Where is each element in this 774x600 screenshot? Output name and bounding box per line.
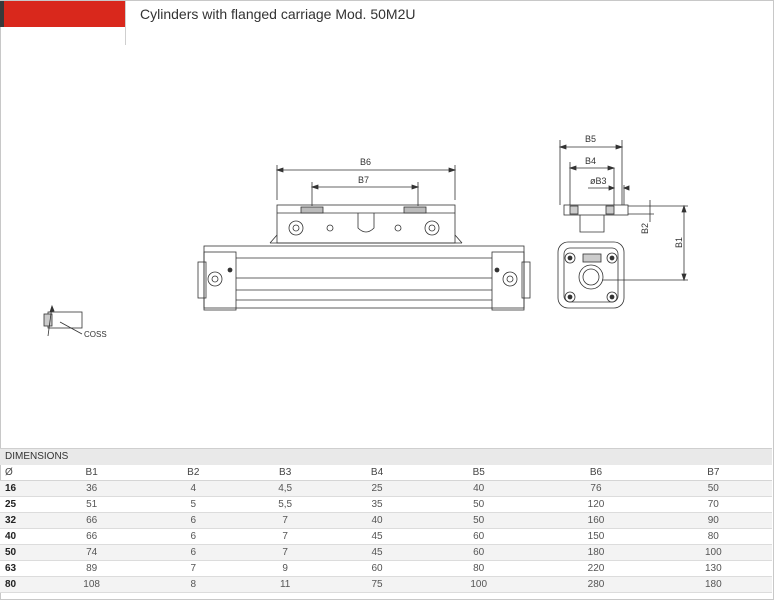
cell: 6 xyxy=(150,528,237,545)
cell: 50 xyxy=(420,512,538,529)
label-b5: B5 xyxy=(585,134,596,144)
coss-symbol xyxy=(43,304,83,337)
cell: 75 xyxy=(334,576,421,593)
cell: 40 xyxy=(420,480,538,497)
cell-diameter: 50 xyxy=(0,544,33,561)
cell-diameter: 32 xyxy=(0,512,33,529)
col-header-b2: B2 xyxy=(150,465,237,481)
cell: 66 xyxy=(33,528,151,545)
cell: 60 xyxy=(420,528,538,545)
cell: 180 xyxy=(654,576,772,593)
cell: 280 xyxy=(537,576,655,593)
cell-diameter: 63 xyxy=(0,560,33,577)
table-row: 40 66 6 7 45 60 150 80 xyxy=(0,528,772,545)
cell: 50 xyxy=(654,480,772,497)
cell: 50 xyxy=(420,496,538,513)
cell: 40 xyxy=(334,512,421,529)
dimension-b6 xyxy=(275,165,457,200)
cell: 66 xyxy=(33,512,151,529)
end-view xyxy=(557,140,688,309)
cell: 90 xyxy=(654,512,772,529)
cell-diameter: 16 xyxy=(0,480,33,497)
col-header-b5: B5 xyxy=(420,465,538,481)
cell: 180 xyxy=(537,544,655,561)
cell: 60 xyxy=(334,560,421,577)
cell: 89 xyxy=(33,560,151,577)
cell: 7 xyxy=(236,544,335,561)
label-coss: COSS xyxy=(84,330,107,339)
cell: 6 xyxy=(150,544,237,561)
cell: 25 xyxy=(334,480,421,497)
cell: 80 xyxy=(654,528,772,545)
cell: 70 xyxy=(654,496,772,513)
cell-diameter: 40 xyxy=(0,528,33,545)
col-header-diameter: Ø xyxy=(0,465,33,481)
technical-drawing: B6 B7 B5 B4 øB3 B2 B1 COSS xyxy=(43,134,688,339)
cell: 4,5 xyxy=(236,480,335,497)
col-header-b1: B1 xyxy=(33,465,151,481)
col-header-b4: B4 xyxy=(334,465,421,481)
cylinder-body xyxy=(197,245,531,311)
col-header-b3: B3 xyxy=(236,465,335,481)
dimension-b7 xyxy=(310,182,420,206)
table-row: 16 36 4 4,5 25 40 76 50 xyxy=(0,480,772,497)
cell: 45 xyxy=(334,528,421,545)
table-row: 25 51 5 5,5 35 50 120 70 xyxy=(0,496,772,513)
table-header-row: Ø B1 B2 B3 B4 B5 B6 B7 xyxy=(0,465,772,481)
cell: 6 xyxy=(150,512,237,529)
cell: 130 xyxy=(654,560,772,577)
cell: 80 xyxy=(420,560,538,577)
cell: 60 xyxy=(420,544,538,561)
cell-diameter: 25 xyxy=(0,496,33,513)
cell: 100 xyxy=(654,544,772,561)
cell: 4 xyxy=(150,480,237,497)
dimensions-title: DIMENSIONS xyxy=(5,451,69,462)
col-header-b7: B7 xyxy=(654,465,772,481)
dimensions-header: DIMENSIONS xyxy=(0,448,772,465)
cell: 5,5 xyxy=(236,496,335,513)
label-b4: B4 xyxy=(585,156,596,166)
cell: 100 xyxy=(420,576,538,593)
cell: 120 xyxy=(537,496,655,513)
cell: 7 xyxy=(236,528,335,545)
cell: 76 xyxy=(537,480,655,497)
table-row: 50 74 6 7 45 60 180 100 xyxy=(0,544,772,561)
cell: 51 xyxy=(33,496,151,513)
cell: 5 xyxy=(150,496,237,513)
col-header-b6: B6 xyxy=(537,465,655,481)
cell: 108 xyxy=(33,576,151,593)
label-b6: B6 xyxy=(360,157,371,167)
cell: 220 xyxy=(537,560,655,577)
carriage xyxy=(269,204,463,244)
cell: 74 xyxy=(33,544,151,561)
cell: 36 xyxy=(33,480,151,497)
cell: 7 xyxy=(236,512,335,529)
dimensions-table: Ø B1 B2 B3 B4 B5 B6 B7 16 36 4 4,5 25 40… xyxy=(0,465,772,593)
cell: 11 xyxy=(236,576,335,593)
cell: 35 xyxy=(334,496,421,513)
page-title: Cylinders with flanged carriage Mod. 50M… xyxy=(140,6,416,22)
label-b3: øB3 xyxy=(590,176,607,186)
title-divider xyxy=(125,1,126,45)
cell: 8 xyxy=(150,576,237,593)
cell: 160 xyxy=(537,512,655,529)
cell: 150 xyxy=(537,528,655,545)
cell: 7 xyxy=(150,560,237,577)
table-row: 80 108 8 11 75 100 280 180 xyxy=(0,576,772,593)
label-b1: B1 xyxy=(674,237,684,248)
cell: 45 xyxy=(334,544,421,561)
cell: 9 xyxy=(236,560,335,577)
cell-diameter: 80 xyxy=(0,576,33,593)
table-row: 32 66 6 7 40 50 160 90 xyxy=(0,512,772,529)
header-accent-bar xyxy=(0,1,125,27)
table-row: 63 89 7 9 60 80 220 130 xyxy=(0,560,772,577)
label-b2: B2 xyxy=(640,223,650,234)
label-b7: B7 xyxy=(358,175,369,185)
